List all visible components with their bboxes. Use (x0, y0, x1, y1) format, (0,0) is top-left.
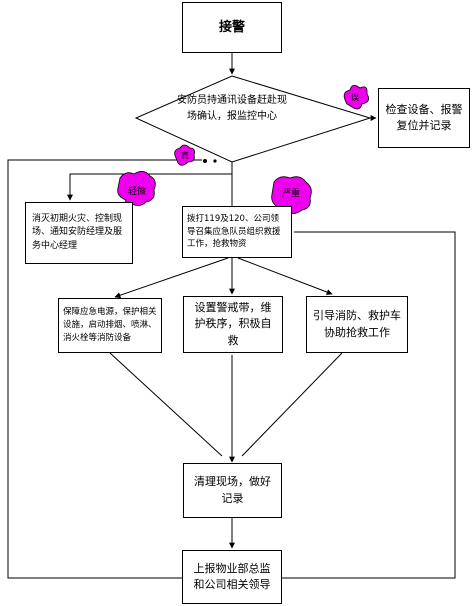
outer-loop-right (282, 231, 456, 579)
false-alarm-node: 检查设备、报警复位并记录 (378, 88, 470, 148)
real-label: 真 (181, 150, 189, 160)
cleanup-text: 清理现场，做好记录 (194, 475, 271, 505)
serious-text: 拨打119及120、公司领导召集应急队员组织救援工作，抢救物资 (187, 213, 281, 250)
alarm-text: 接警 (218, 19, 245, 35)
guide-text: 引导消防、救护车协助抢救工作 (313, 309, 401, 339)
minor-node: 消灭初期火灾、控制现场、通知安防经理及服务中心经理 (25, 202, 133, 264)
false-alarm-text: 检查设备、报警复位并记录 (385, 102, 463, 133)
arrow-to-guide (237, 257, 333, 295)
decision-text: 安防员持通讯设备赶赴现场确认，报监控中心 (177, 95, 287, 122)
alarm-node: 接警 (182, 2, 282, 53)
serious-label: 严重 (282, 187, 300, 199)
merge-line-left (109, 352, 223, 457)
arrow-to-power (114, 257, 229, 299)
serious-node: 拨打119及120、公司领导召集应急队员组织救援工作，抢救物资 (182, 206, 292, 258)
dot-2 (213, 159, 217, 163)
dot-1 (203, 159, 207, 163)
cordon-node: 设置警戒带，维护秩序，积极自救 (183, 296, 283, 353)
false-label-bubble: 误 (343, 85, 370, 110)
cordon-text: 设置警戒带，维护秩序，积极自救 (194, 300, 272, 347)
false-label: 误 (351, 93, 359, 102)
report-text: 上报物业部总监和公司相关领导 (193, 561, 271, 592)
merge-line-right (241, 352, 343, 457)
minor-label-bubble: 轻微 (117, 171, 156, 214)
minor-label: 轻微 (128, 185, 146, 197)
arrow-to-minor (67, 173, 232, 201)
power-node: 保障应急电源，保护相关设施，启动排烟、喷淋、消火栓等消防设备 (58, 298, 162, 353)
power-text: 保障应急电源，保护相关设施，启动排烟、喷淋、消火栓等消防设备 (63, 307, 157, 343)
real-label-bubble: 真 (174, 144, 195, 166)
outer-loop-left (7, 159, 202, 579)
minor-text: 消灭初期火灾、控制现场、通知安防经理及服务中心经理 (32, 213, 123, 251)
guide-node: 引导消防、救护车协助抢救工作 (306, 296, 408, 353)
report-node: 上报物业部总监和公司相关领导 (182, 550, 282, 604)
cleanup-node: 清理现场，做好记录 (183, 463, 282, 518)
